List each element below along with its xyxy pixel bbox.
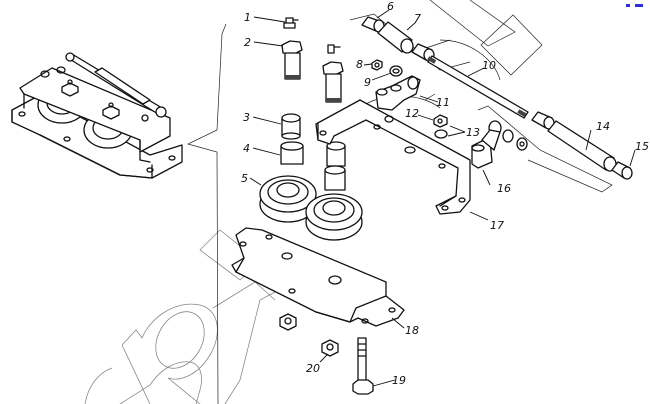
part-14-15-sleeve bbox=[531, 111, 633, 180]
callout-14: 14 bbox=[596, 120, 610, 133]
part-1-grease-fitting bbox=[283, 17, 341, 54]
part-18-base-plate bbox=[231, 227, 405, 327]
part-16-lug-bracket bbox=[471, 120, 528, 169]
callout-1: 1 bbox=[244, 11, 251, 24]
part-11-lug-bracket bbox=[375, 75, 421, 111]
callout-12: 12 bbox=[405, 107, 419, 120]
part-12-13-nut-washers bbox=[433, 114, 448, 139]
leader-lines bbox=[249, 9, 636, 387]
callout-16: 16 bbox=[497, 182, 511, 195]
callout-7: 7 bbox=[414, 12, 421, 25]
part-17-upper-bracket bbox=[315, 99, 471, 215]
callout-15: 15 bbox=[635, 140, 649, 153]
part-19-bolt bbox=[352, 337, 374, 395]
part-3-4-bushings bbox=[280, 113, 346, 191]
callout-8: 8 bbox=[356, 58, 363, 71]
callout-20: 20 bbox=[306, 362, 320, 375]
part-2-hollow-bolt bbox=[281, 40, 344, 103]
callout-9: 9 bbox=[364, 76, 371, 89]
assembled-view bbox=[11, 52, 183, 179]
corner-mark bbox=[626, 4, 644, 8]
callout-6: 6 bbox=[387, 0, 394, 13]
part-6-7-sleeve bbox=[361, 16, 435, 62]
callout-5: 5 bbox=[241, 172, 248, 185]
callout-2: 2 bbox=[244, 36, 251, 49]
view-divider bbox=[187, 23, 227, 404]
part-8-9-nut-washer bbox=[371, 59, 403, 77]
callout-18: 18 bbox=[405, 324, 419, 337]
callout-19: 19 bbox=[392, 374, 406, 387]
exploded-view: 1 2 3 4 5 6 7 8 9 10 11 12 13 14 15 16 1… bbox=[231, 0, 649, 395]
callout-13: 13 bbox=[466, 126, 480, 139]
part-10-rod bbox=[427, 55, 529, 119]
part-5-pulleys bbox=[259, 175, 363, 241]
watermark bbox=[84, 229, 276, 404]
callout-11: 11 bbox=[436, 96, 450, 109]
callout-17: 17 bbox=[490, 219, 504, 232]
callout-labels: 1 2 3 4 5 6 7 8 9 10 11 12 13 14 15 16 1… bbox=[241, 0, 649, 387]
callout-3: 3 bbox=[243, 111, 250, 124]
part-20-nuts bbox=[279, 313, 339, 357]
callout-4: 4 bbox=[243, 142, 250, 155]
callout-10: 10 bbox=[482, 59, 496, 72]
